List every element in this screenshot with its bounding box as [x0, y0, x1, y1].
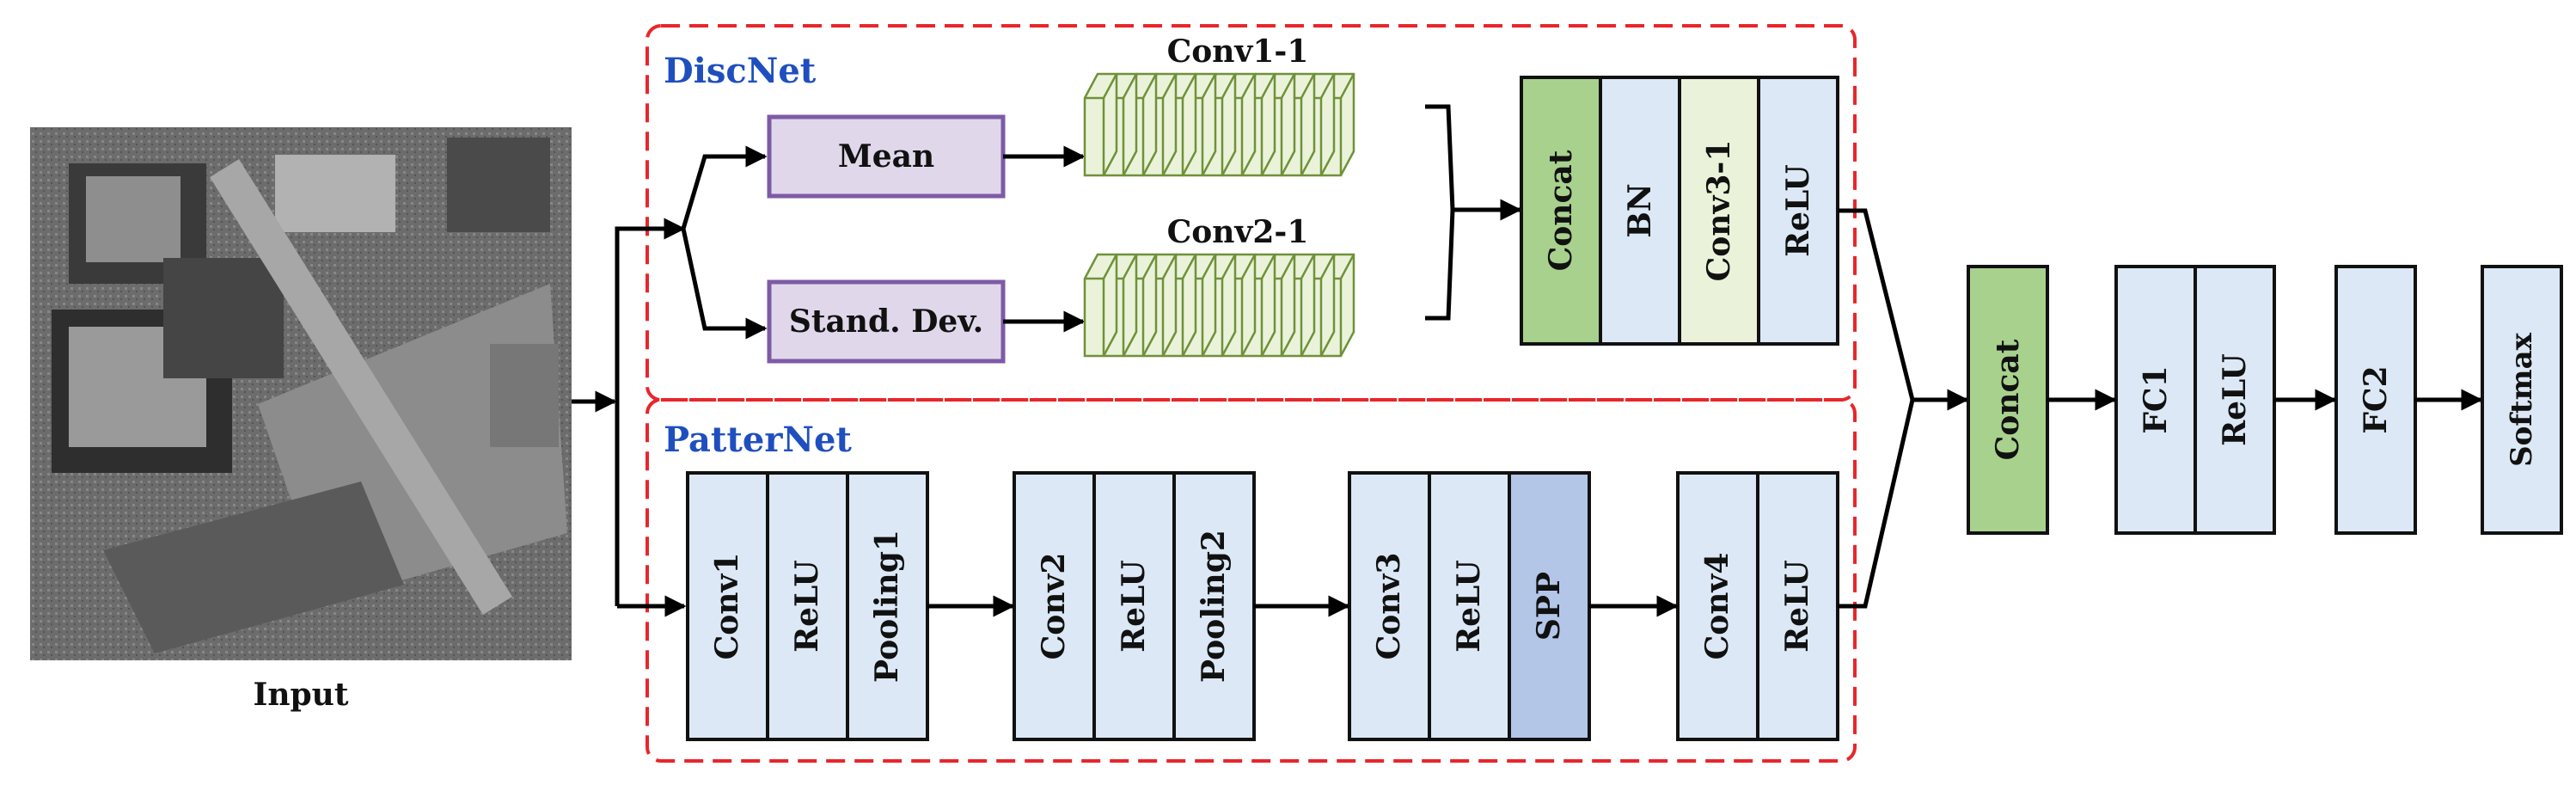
pooling1-layer [846, 471, 929, 741]
discnet-output-block: Concat BN Conv3-1 ReLU [1520, 76, 1839, 346]
fc1-layer [2114, 265, 2197, 535]
conv3-layer [1348, 471, 1431, 741]
conv2-label: Conv2 [1036, 553, 1072, 660]
discnet-concat-label: Concat [1543, 150, 1579, 271]
relu2-layer [1092, 471, 1176, 741]
relu1-label: ReLU [789, 560, 825, 653]
conv1-1-filter-1 [1083, 72, 1118, 177]
conv2-1-label: Conv2-1 [1167, 214, 1309, 250]
relu2-label: ReLU [1116, 560, 1152, 653]
conv1-label: Conv1 [709, 553, 745, 660]
head-concat-label: Concat [1990, 339, 2026, 460]
stat-to-conv-arrows [1003, 145, 1086, 333]
conv2-1-stack [1083, 253, 1355, 358]
pooling2-layer [1172, 471, 1256, 741]
discnet-conv3-1-label: Conv3-1 [1701, 140, 1737, 282]
patternet-group-1: Conv1 ReLU Pooling1 [686, 471, 929, 741]
fc1-label: FC1 [2138, 365, 2174, 433]
patternet-group-2: Conv2 ReLU Pooling2 [1013, 471, 1256, 741]
patternet-title: PatterNet [664, 420, 852, 460]
fc1-relu-layer [2194, 265, 2276, 535]
conv-merge-arrows [1425, 104, 1522, 321]
discnet-bn-label: BN [1622, 183, 1658, 237]
conv2-1-filter-1 [1083, 253, 1118, 358]
softmax-label: Softmax [2505, 332, 2539, 467]
branch-merge-arrows [1838, 208, 1969, 609]
mean-label: Mean [838, 138, 934, 175]
spp-label: SPP [1531, 572, 1567, 641]
input-routing [572, 145, 768, 617]
discnet-relu-layer [1757, 76, 1839, 346]
conv1-1-label: Conv1-1 [1167, 34, 1309, 70]
head-block: Concat FC1 ReLU FC2 Softmax [1967, 265, 2563, 535]
input-caption: Input [254, 677, 349, 713]
relu4-layer [1756, 471, 1839, 741]
discnet-relu-label: ReLU [1780, 164, 1816, 257]
conv1-1-stack [1083, 72, 1355, 177]
fc2-label: FC2 [2358, 365, 2394, 433]
relu3-label: ReLU [1451, 560, 1487, 653]
discnet-bn-layer [1599, 76, 1681, 346]
patternet-container [646, 398, 1857, 763]
pooling2-label: Pooling2 [1196, 530, 1232, 683]
discnet-concat-layer [1520, 76, 1602, 346]
conv3-label: Conv3 [1371, 553, 1407, 660]
pooling1-label: Pooling1 [869, 530, 905, 683]
std-label: Stand. Dev. [789, 304, 983, 340]
conv4-label: Conv4 [1699, 553, 1735, 660]
head-concat-layer [1967, 265, 2049, 535]
relu4-label: ReLU [1779, 560, 1815, 653]
mean-box [767, 114, 1006, 199]
input-image [30, 127, 572, 660]
fc1-relu-label: ReLU [2217, 353, 2253, 446]
spp-layer [1508, 471, 1591, 741]
patternet-group-4: Conv4 ReLU [1676, 471, 1839, 741]
patternet-group-3: Conv3 ReLU SPP [1348, 471, 1591, 741]
discnet-title: DiscNet [664, 51, 817, 91]
